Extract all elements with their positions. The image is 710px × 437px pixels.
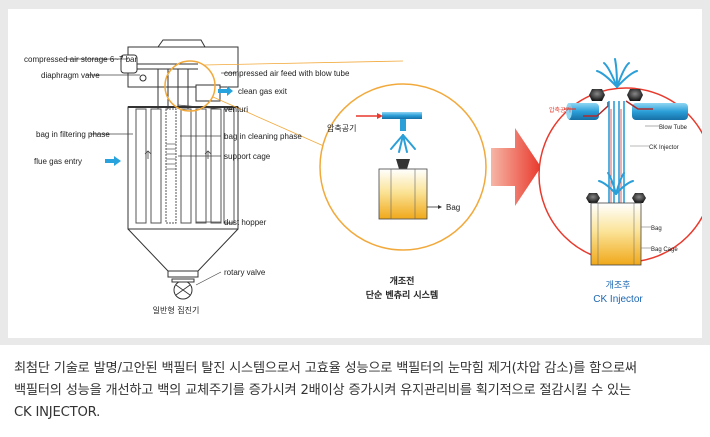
bag-filter-diagram: compressed air storage 6~7 bar diaphragm… — [24, 39, 702, 315]
label-venturi: venturi — [224, 105, 248, 114]
before-detail — [319, 83, 487, 251]
before-title-line1: 개조전 — [390, 275, 415, 287]
label-clean-gas-exit: clean gas exit — [238, 87, 288, 96]
label-compressed-air-feed: compressed air feed with blow tube — [224, 69, 350, 78]
label-support-cage: support cage — [224, 152, 271, 161]
zoom-circle-small — [164, 60, 216, 112]
air-spray — [390, 134, 416, 153]
collector-title: 일반형 집진기 — [153, 305, 200, 315]
after-title-line1: 개조후 — [606, 280, 631, 291]
after-bag-label: Bag — [651, 226, 662, 232]
before-title-line2: 단순 벤츄리 시스템 — [366, 289, 439, 301]
top-spray — [596, 58, 638, 88]
caption-line-1: 최첨단 기술로 발명/고안된 백필터 탈진 시스템으로서 고효율 성능으로 백필… — [14, 361, 637, 376]
nozzle-nut-right — [627, 89, 643, 101]
after-blow-tube-label: Blow Tube — [659, 125, 688, 131]
nozzle-nut-left — [589, 89, 605, 101]
label-bag-cleaning: bag in cleaning phase — [224, 132, 302, 141]
caption: 최첨단 기술로 발명/고안된 백필터 탈진 시스템으로서 고효율 성능으로 백필… — [14, 358, 704, 424]
transition-arrow — [491, 128, 541, 206]
caption-line-2: 백필터의 성능을 개선하고 백의 교체주기를 증가시켜 2배이상 증가시켜 유지… — [14, 383, 631, 398]
leader-lines — [66, 58, 236, 286]
clean-gas-arrow — [218, 86, 233, 96]
label-flue-gas-entry: flue gas entry — [34, 157, 82, 166]
label-dust-hopper: dust hopper — [224, 218, 267, 227]
blow-tube-pipe — [382, 112, 422, 119]
after-detail — [538, 58, 702, 266]
after-air-label: 압축공기 — [549, 106, 571, 114]
after-bag-cage-label: Bag Cage — [651, 247, 678, 253]
nozzle-stem — [400, 119, 406, 131]
venturi-nozzle — [396, 159, 410, 169]
label-rotary-valve: rotary valve — [224, 268, 266, 277]
ck-bag — [590, 202, 642, 266]
bag — [378, 168, 428, 220]
label-bag-filtering: bag in filtering phase — [36, 130, 110, 139]
red-air-lines — [583, 100, 653, 117]
after-title-line2: CK Injector — [593, 294, 643, 305]
before-bag-label: Bag — [446, 203, 460, 212]
caption-line-3: CK INJECTOR. — [14, 405, 101, 420]
blow-tube-right — [632, 103, 688, 120]
label-diaphragm-valve: diaphragm valve — [41, 71, 100, 80]
label-compressed-air-storage: compressed air storage 6~7 bar — [24, 55, 138, 64]
figure-panel: compressed air storage 6~7 bar diaphragm… — [0, 0, 710, 345]
flue-gas-arrow — [105, 156, 121, 166]
zoom-line-top — [203, 60, 404, 66]
mid-spray — [598, 172, 634, 195]
dust-collector-schematic — [120, 39, 239, 300]
after-ck-injector-label: CK Injector — [649, 145, 679, 151]
before-air-label: 압축공기 — [327, 124, 356, 133]
figure-inner: compressed air storage 6~7 bar diaphragm… — [8, 9, 702, 338]
